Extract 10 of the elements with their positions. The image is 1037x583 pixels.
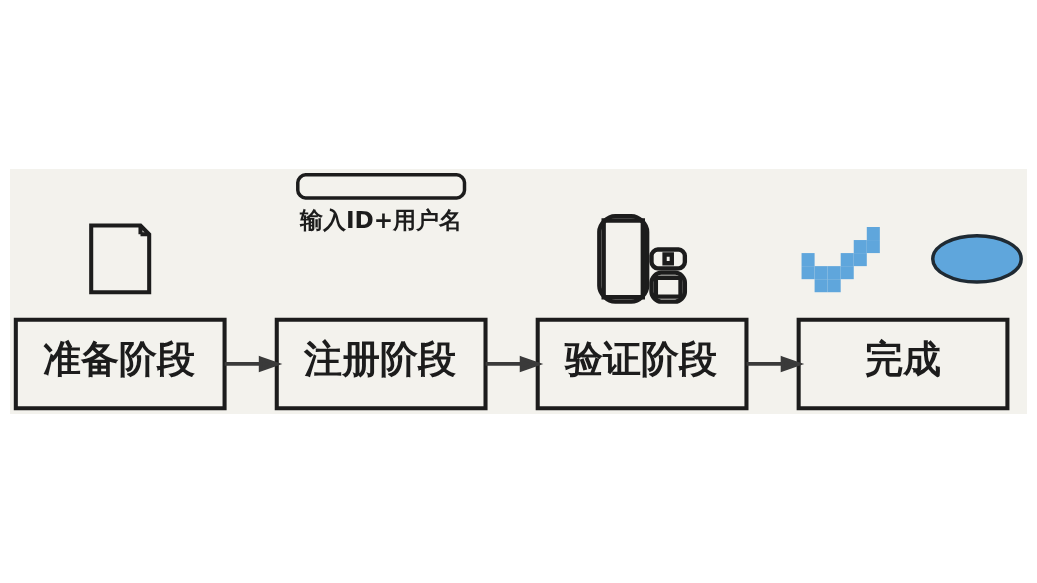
node-box: 验证阶段 <box>535 317 749 411</box>
node-label: 输入ID+用户名 <box>299 206 463 234</box>
node-box <box>296 173 467 200</box>
arrow <box>485 355 544 373</box>
arrow <box>224 355 283 373</box>
node-cloud <box>931 233 1023 284</box>
node-box: 注册阶段 <box>274 317 488 411</box>
node-box: 完成 <box>796 317 1010 411</box>
arrow <box>746 355 805 373</box>
node-box: 准备阶段 <box>13 317 227 411</box>
